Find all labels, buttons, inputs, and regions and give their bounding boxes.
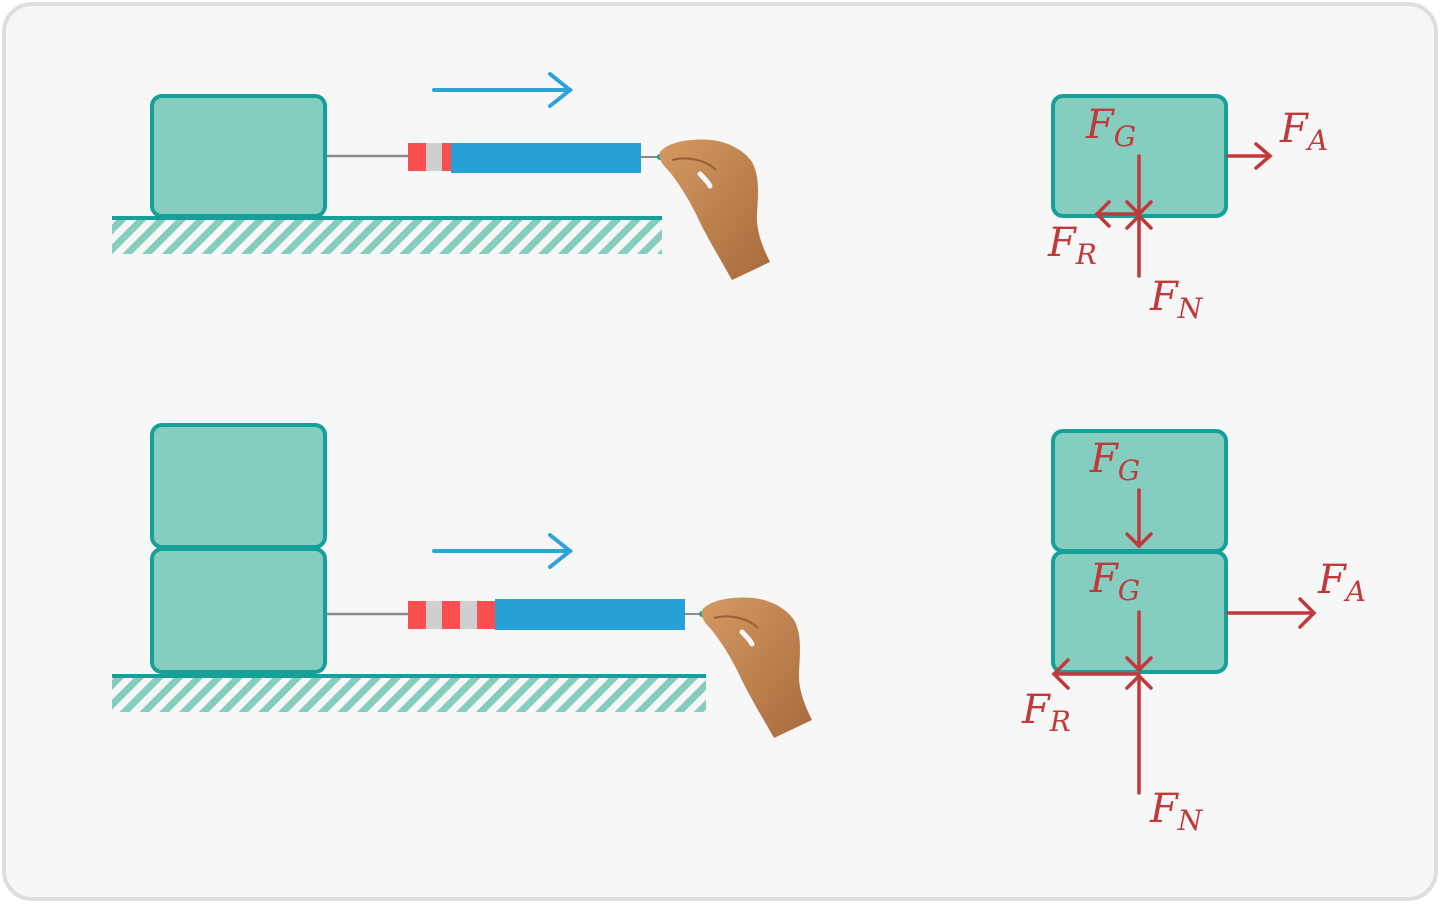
top-scene: FG FA FR FN [112, 72, 1328, 325]
bottom-free-body-diagram: FG FG FA FR FN [1021, 429, 1366, 837]
scale-body [451, 143, 641, 173]
label-friction: FR [1021, 687, 1071, 738]
gravity-arrow-top [1125, 488, 1153, 549]
normal-force-arrow [1125, 673, 1153, 795]
label-gravity-bottom: FG [1089, 556, 1140, 607]
block-bottom [150, 547, 327, 674]
block [150, 94, 327, 218]
label-normal: FN [1149, 274, 1204, 325]
ground-hatch [112, 677, 706, 712]
hand-icon [701, 597, 812, 738]
scale-body [495, 599, 685, 630]
label-friction: FR [1047, 220, 1097, 271]
label-gravity: FG [1085, 102, 1136, 153]
motion-arrow [432, 72, 574, 108]
spring-scale [408, 143, 663, 173]
applied-force-arrow [1226, 597, 1317, 629]
hand-icon [659, 139, 770, 280]
ground-hatch [112, 219, 662, 254]
block-top [150, 423, 327, 549]
friction-arrow [1051, 658, 1141, 690]
gravity-arrow-bottom [1125, 610, 1153, 673]
applied-force-arrow [1226, 142, 1273, 170]
bottom-scene: FG FG FA FR FN [112, 423, 1366, 837]
motion-arrow [432, 533, 574, 569]
spring-scale [408, 599, 705, 630]
label-normal: FN [1149, 786, 1204, 837]
label-applied: FA [1317, 557, 1366, 608]
label-gravity-top: FG [1089, 436, 1140, 487]
label-applied: FA [1279, 106, 1328, 157]
top-free-body-diagram: FG FA FR FN [1047, 94, 1328, 325]
friction-arrow [1094, 200, 1141, 228]
normal-force-arrow [1125, 213, 1153, 278]
